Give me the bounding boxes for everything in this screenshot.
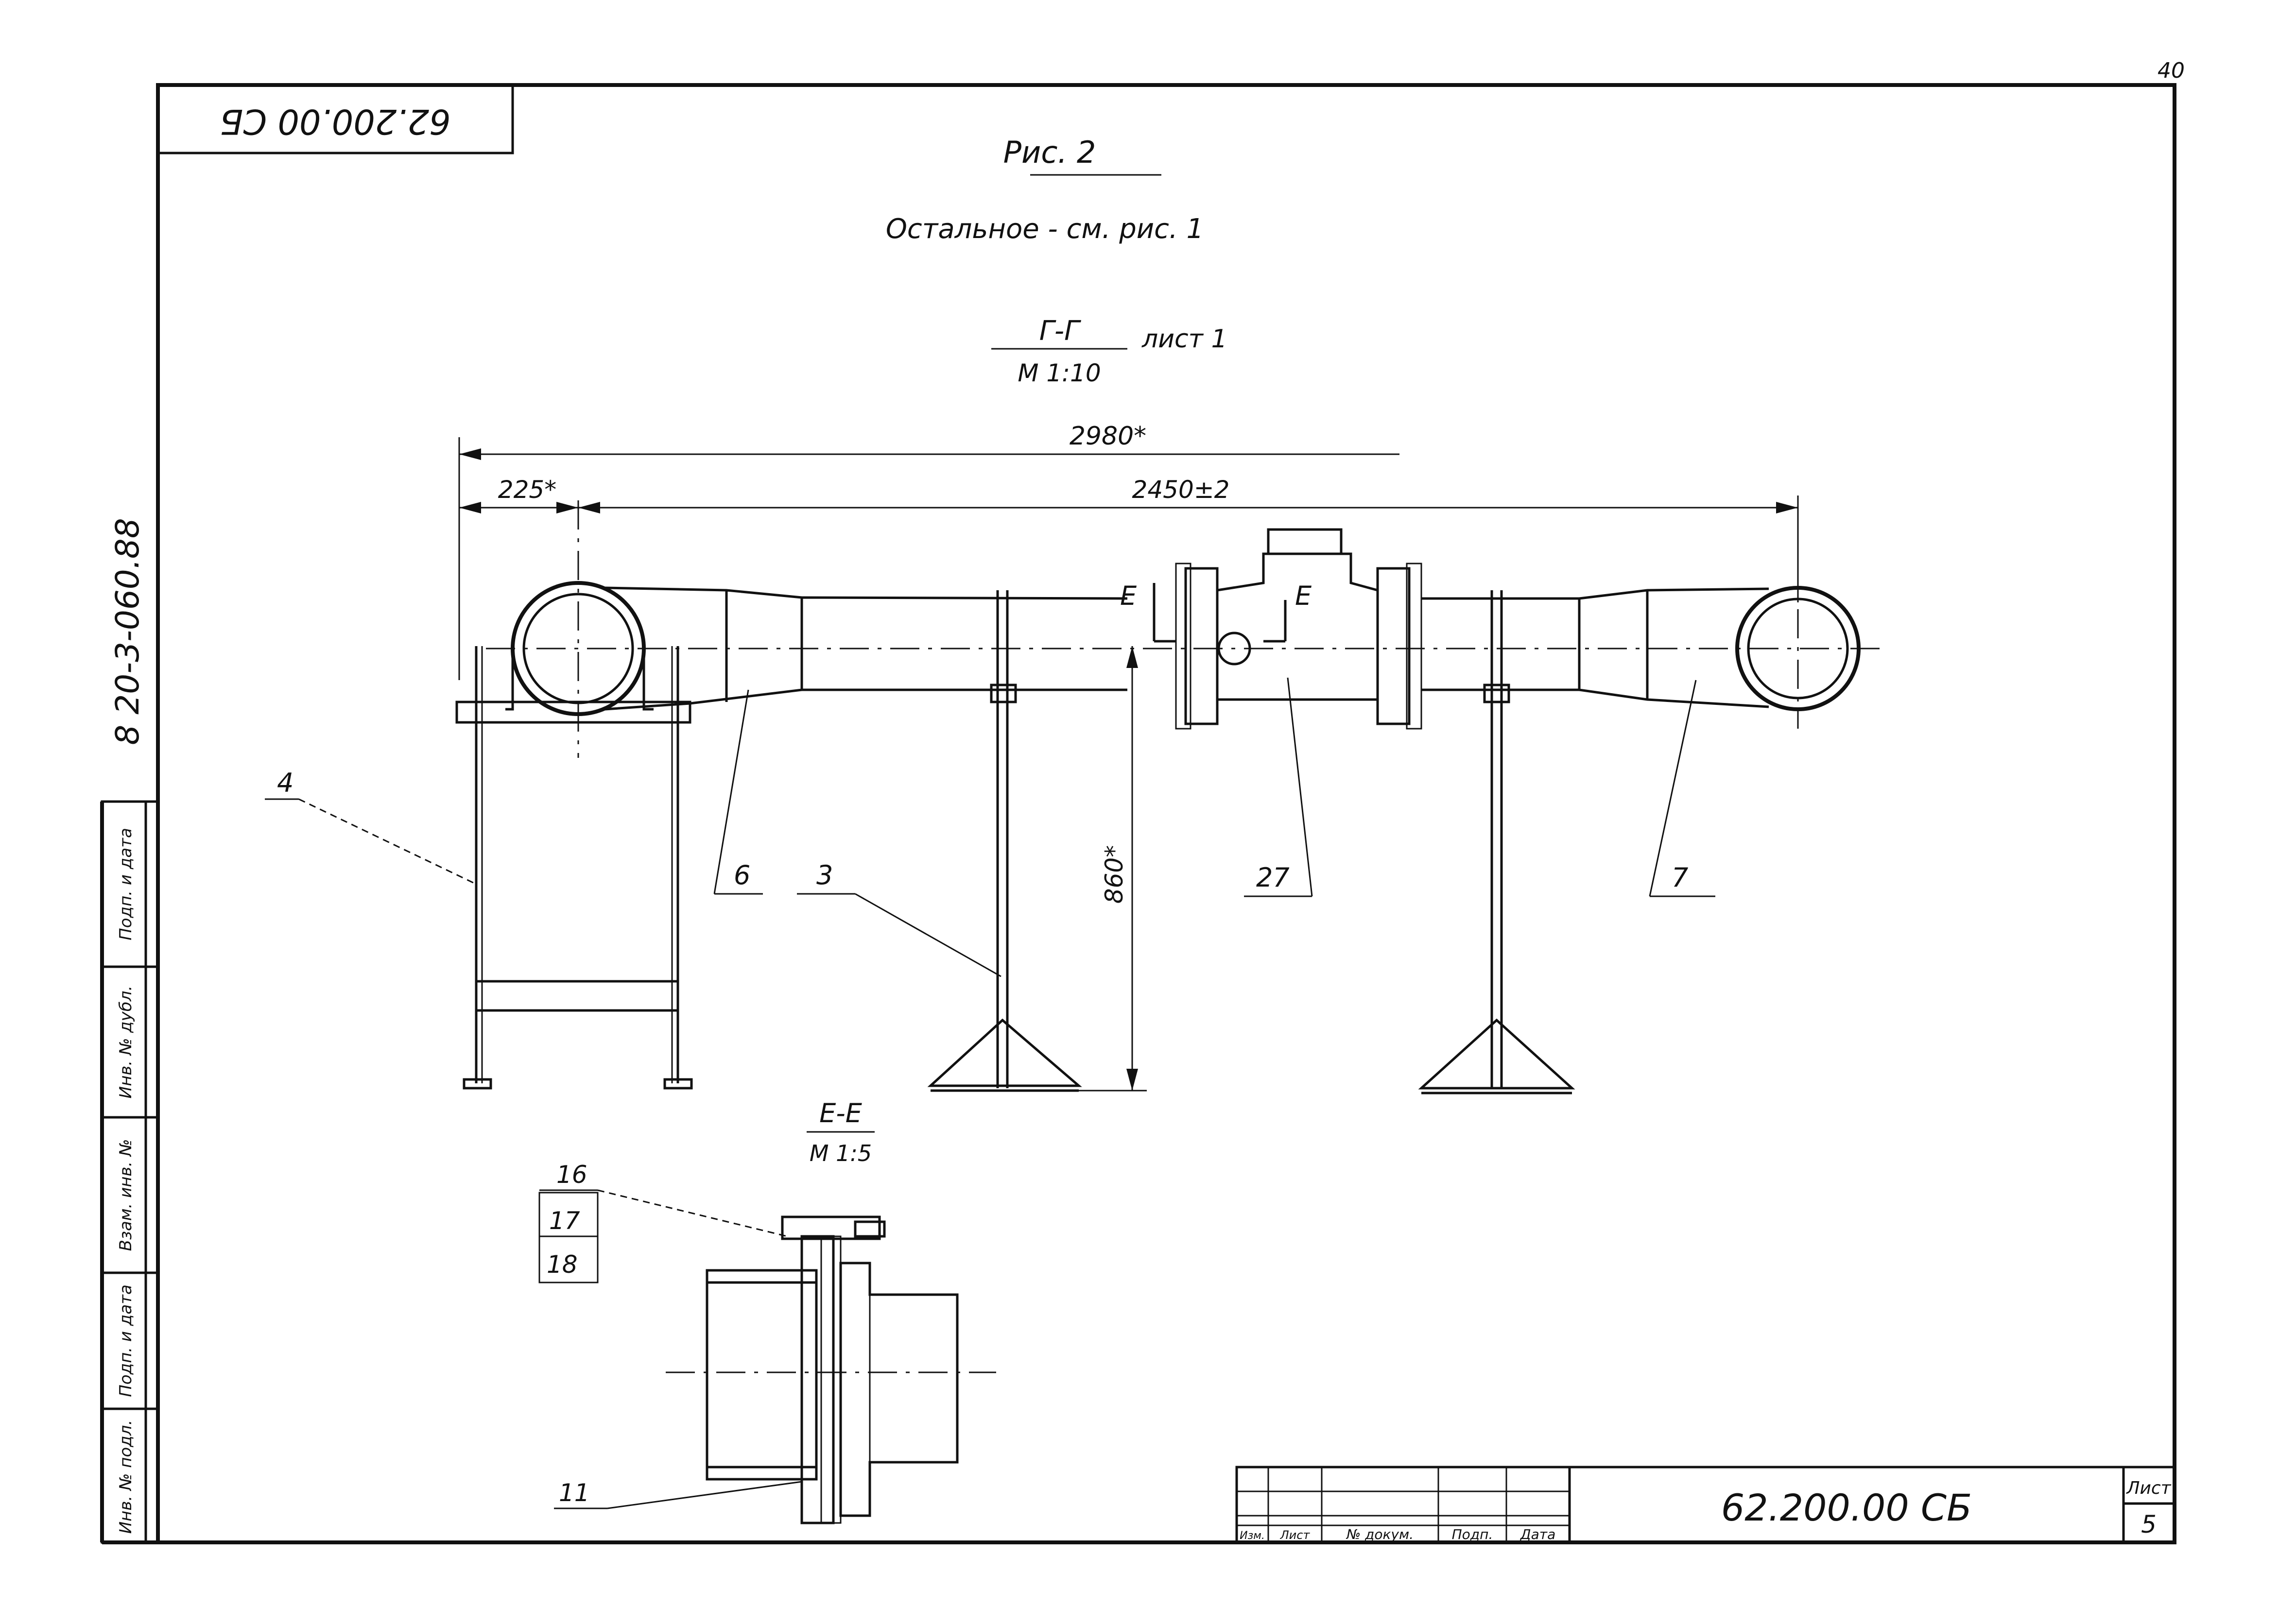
bend-pipe-6 (604, 586, 1128, 711)
stamp-cell-5: Инв. № подл. (116, 1420, 136, 1534)
callout-16-label: 16 (556, 1161, 587, 1189)
callout-7: 7 (1649, 680, 1715, 897)
doc-code-rotated: 62.200.00 СБ (220, 102, 450, 141)
left-clamp (505, 649, 654, 711)
right-pipe-ring (1735, 586, 1861, 711)
title-col-doc: № докум. (1346, 1526, 1414, 1542)
stamp-cell-1: Подп. и дата (116, 828, 136, 940)
page-number: 40 (2158, 58, 2185, 83)
section-detail-scale: М 1:5 (810, 1140, 872, 1166)
valve-assembly-27 (1175, 528, 1422, 730)
dim-height: 860* (1069, 646, 1147, 1092)
callout-16: 16 (539, 1161, 788, 1237)
dim-overall: 2980* (458, 422, 1399, 680)
support-stand-3 (927, 590, 1082, 1092)
section-mark-left-letter: Е (1120, 581, 1137, 611)
title-sheet-label: Лист (2125, 1478, 2171, 1498)
note-text: Остальное - см. рис. 1 (886, 213, 1204, 245)
callout-18-label: 18 (547, 1250, 578, 1279)
dim-overall-value: 2980* (1070, 422, 1146, 451)
title-col-list: Лист (1280, 1528, 1311, 1542)
stamp-cell-3: Взам. инв. № (116, 1139, 136, 1251)
callout-27-label: 27 (1256, 862, 1290, 893)
callout-17-label: 17 (549, 1207, 580, 1235)
callout-17: 17 (538, 1192, 599, 1283)
side-stamp: Подп. и дата Инв. № дубл. Взам. инв. № П… (101, 800, 159, 1544)
callout-7-label: 7 (1672, 862, 1688, 893)
callout-3-label: 3 (816, 860, 833, 890)
callout-4-label: 4 (277, 768, 293, 798)
title-sheet-number: 5 (2141, 1510, 2157, 1539)
sheet-frame (156, 83, 2176, 1544)
callout-3: 3 (797, 860, 1001, 977)
dim-height-value: 860* (1100, 845, 1128, 904)
dim-span: 2450±2 (578, 476, 1799, 602)
section-mark-right-letter: Е (1295, 581, 1312, 611)
dim-offset-value: 225* (498, 476, 556, 504)
callout-6: 6 (713, 689, 763, 895)
series-code: 8 20-3-060.88 (109, 518, 146, 745)
dim-offset: 225* (459, 476, 578, 513)
callout-27: 27 (1244, 677, 1313, 897)
doc-code-box (156, 84, 514, 154)
stamp-cell-4: Подп. и дата (116, 1284, 136, 1397)
callout-4: 4 (265, 768, 477, 885)
support-frame-4 (455, 646, 693, 1090)
callout-18: 18 (547, 1250, 578, 1279)
stamp-cell-2: Инв. № дубл. (116, 986, 136, 1099)
section-main-scale: М 1:10 (1018, 359, 1101, 387)
section-mark-right: Е (1263, 581, 1312, 643)
callout-11: 11 (554, 1479, 802, 1509)
callout-11-label: 11 (559, 1479, 590, 1507)
detail-flange-view (666, 1215, 996, 1524)
title-col-izm: Изм. (1240, 1530, 1265, 1542)
title-designation: 62.200.00 СБ (1721, 1486, 1972, 1529)
title-col-sign: Подп. (1452, 1526, 1493, 1542)
section-main-name: Г-Г (1039, 315, 1081, 347)
section-main-ref: лист 1 (1141, 325, 1227, 354)
callout-6-label: 6 (734, 860, 750, 890)
support-stand-right (1418, 590, 1575, 1094)
title-block: Изм. Лист № докум. Подп. Дата 62.200.00 … (1235, 1466, 2176, 1544)
section-mark-left: Е (1120, 581, 1176, 643)
dim-span-value: 2450±2 (1132, 476, 1230, 504)
section-detail-name: Е-Е (819, 1098, 863, 1128)
figure-title: Рис. 2 (1003, 135, 1096, 170)
title-col-date: Дата (1519, 1526, 1556, 1542)
bend-pipe-7 (1421, 587, 1769, 708)
